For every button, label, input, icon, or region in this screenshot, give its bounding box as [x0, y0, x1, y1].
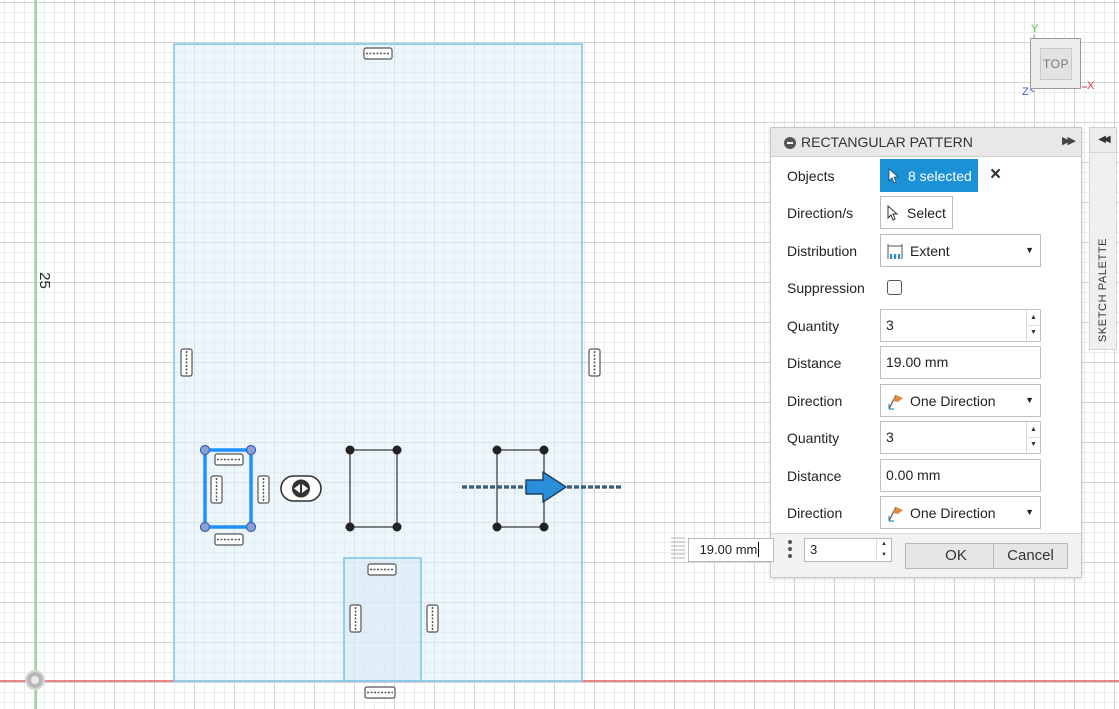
- decrement-icon[interactable]: ▼: [1030, 329, 1037, 336]
- direction-manipulator[interactable]: [462, 471, 623, 503]
- objects-selection-button[interactable]: 8 selected: [880, 159, 978, 192]
- origin-point-icon[interactable]: [25, 670, 45, 690]
- rectangular-pattern-dialog[interactable]: RECTANGULAR PATTERN ▶▶ Objects 8 selecte…: [770, 127, 1082, 578]
- expand-dialog-icon[interactable]: ▶▶: [1062, 135, 1076, 147]
- distribution-dropdown[interactable]: Extent ▼: [880, 234, 1041, 267]
- view-cube-box[interactable]: TOP: [1030, 38, 1081, 89]
- quantity-stepper-2[interactable]: ▲ ▼: [1026, 422, 1040, 453]
- vertical-constraint-icon[interactable]: [210, 475, 223, 504]
- suppression-checkbox[interactable]: [887, 280, 902, 295]
- dialog-title: RECTANGULAR PATTERN: [801, 134, 973, 150]
- direction-label-1: Direction: [787, 393, 843, 409]
- direction-dropdown-2[interactable]: One Direction ▼: [880, 496, 1041, 529]
- floating-quantity-input[interactable]: 3 ▲▼: [804, 538, 892, 562]
- direction-label-2: Direction: [787, 505, 843, 521]
- view-cube-y-label: Y: [1031, 23, 1039, 35]
- increment-icon[interactable]: ▲: [1027, 422, 1040, 438]
- dimension-label[interactable]: 25: [35, 272, 53, 289]
- view-cube-x-label: X: [1087, 80, 1095, 92]
- quantity-stepper-1[interactable]: ▲ ▼: [1026, 310, 1040, 341]
- flag-direction-icon: [888, 506, 903, 522]
- chevron-down-icon: ▼: [1025, 245, 1034, 255]
- vertical-constraint-icon[interactable]: [349, 604, 362, 633]
- floating-quantity-stepper[interactable]: ▲▼: [876, 539, 891, 561]
- ok-button[interactable]: OK: [905, 543, 1007, 569]
- floating-distance-input[interactable]: 19.00 mm: [688, 538, 774, 562]
- flag-direction-icon: [888, 394, 903, 410]
- vertical-constraint-icon[interactable]: [426, 604, 439, 633]
- directions-label: Direction/s: [787, 205, 854, 221]
- distance-input-2[interactable]: 0.00 mm: [880, 459, 1041, 492]
- pattern-preview-rectangle: [345, 445, 402, 532]
- horizontal-constraint-icon[interactable]: [214, 453, 244, 466]
- symmetry-constraint-icon[interactable]: [280, 475, 322, 502]
- decrement-icon[interactable]: ▼: [1030, 441, 1037, 448]
- horizontal-constraint-icon[interactable]: [363, 47, 393, 60]
- chevron-down-icon: ▼: [1025, 507, 1034, 517]
- dialog-body: Objects 8 selected × Direction/s Select …: [771, 157, 1081, 534]
- quantity-label-2: Quantity: [787, 430, 840, 446]
- quantity-input-1[interactable]: 3 ▲ ▼: [880, 309, 1041, 342]
- extent-icon: [887, 243, 903, 259]
- vertical-constraint-icon[interactable]: [588, 348, 601, 377]
- dialog-header[interactable]: RECTANGULAR PATTERN ▶▶: [771, 128, 1081, 157]
- cancel-button[interactable]: Cancel: [993, 543, 1068, 569]
- distance-label-2: Distance: [787, 468, 842, 484]
- more-options-icon[interactable]: [786, 538, 794, 564]
- view-cube-top-face[interactable]: TOP: [1040, 48, 1072, 80]
- increment-icon[interactable]: ▲: [1027, 310, 1040, 326]
- vertical-constraint-icon[interactable]: [257, 475, 270, 504]
- cursor-arrow-icon: [888, 167, 900, 184]
- drag-grip-handle[interactable]: [671, 537, 685, 561]
- distance-input-1[interactable]: 19.00 mm: [880, 346, 1041, 379]
- direction-dropdown-1[interactable]: One Direction ▼: [880, 384, 1041, 417]
- clear-selection-icon[interactable]: ×: [990, 164, 1002, 185]
- distribution-label: Distribution: [787, 243, 858, 259]
- view-cube-z-label: Z: [1022, 86, 1029, 98]
- horizontal-constraint-icon[interactable]: [367, 563, 397, 576]
- distance-label-1: Distance: [787, 355, 842, 371]
- direction-arrow-icon[interactable]: [525, 471, 567, 503]
- vertical-constraint-icon[interactable]: [180, 348, 193, 377]
- collapse-dialog-icon[interactable]: [784, 137, 796, 149]
- quantity-input-2[interactable]: 3 ▲ ▼: [880, 421, 1041, 454]
- directions-select-button[interactable]: Select: [880, 196, 953, 229]
- horizontal-constraint-icon[interactable]: [364, 686, 396, 699]
- selected-sketch-rectangle[interactable]: [199, 444, 257, 533]
- objects-label: Objects: [787, 168, 835, 184]
- sketch-palette-label[interactable]: SKETCH PALETTE: [1097, 237, 1109, 343]
- sketch-palette-tab[interactable]: [1089, 152, 1117, 350]
- chevron-down-icon: ▼: [1025, 395, 1034, 405]
- quantity-label-1: Quantity: [787, 318, 840, 334]
- text-cursor: [758, 542, 763, 557]
- suppression-label: Suppression: [787, 280, 865, 296]
- expand-palette-icon[interactable]: ◀◀: [1089, 127, 1117, 153]
- cursor-arrow-icon: [887, 204, 899, 221]
- horizontal-constraint-icon[interactable]: [214, 533, 244, 546]
